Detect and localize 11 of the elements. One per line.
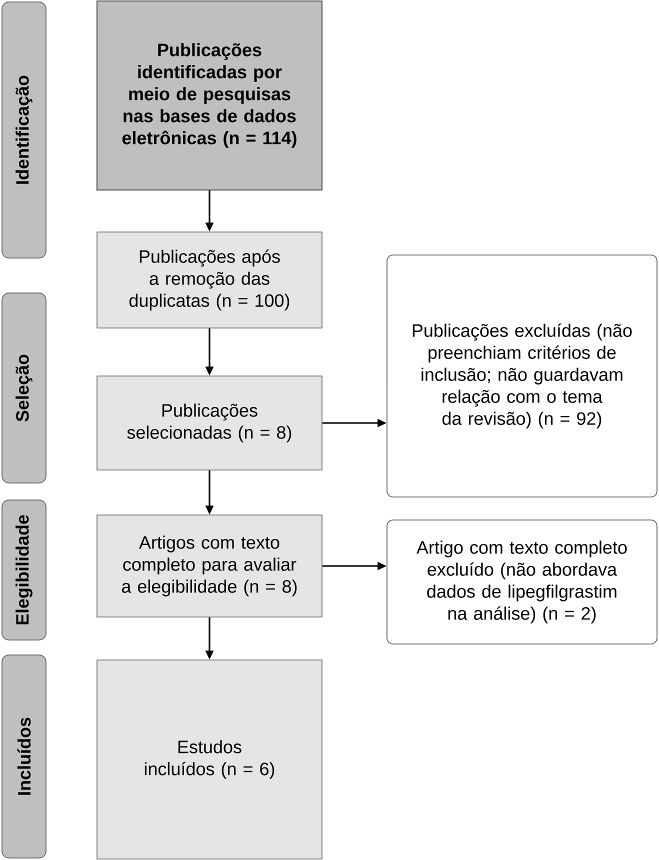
band-label: Seleção xyxy=(2,292,46,484)
process-box: Publicações selecionadas (n = 8) xyxy=(96,376,322,470)
exclusion-box: Publicações excluídas (não preenchiam critérios de inclusão; não guardavam relação com o tema da revisão) (n = 92) xyxy=(386,254,658,498)
process-box: Publicações identificadas por meio de pesquisas nas bases de dados eletrônicas (n = 114) xyxy=(96,0,322,190)
process-box: Publicações após a remoção das duplicatas (n = 100) xyxy=(96,232,322,328)
band-label: Incluídos xyxy=(2,654,46,858)
band-label: Elegibilidade xyxy=(2,500,46,640)
band-label: Identificação xyxy=(2,2,46,258)
process-box: Estudos incluídos (n = 6) xyxy=(96,660,322,860)
process-box: Artigos com texto completo para avaliar a elegibilidade (n = 8) xyxy=(96,514,322,618)
exclusion-box: Artigo com texto completo excluído (não abordava dados de lipegfilgrastim na análise) (n = 2) xyxy=(386,520,658,644)
